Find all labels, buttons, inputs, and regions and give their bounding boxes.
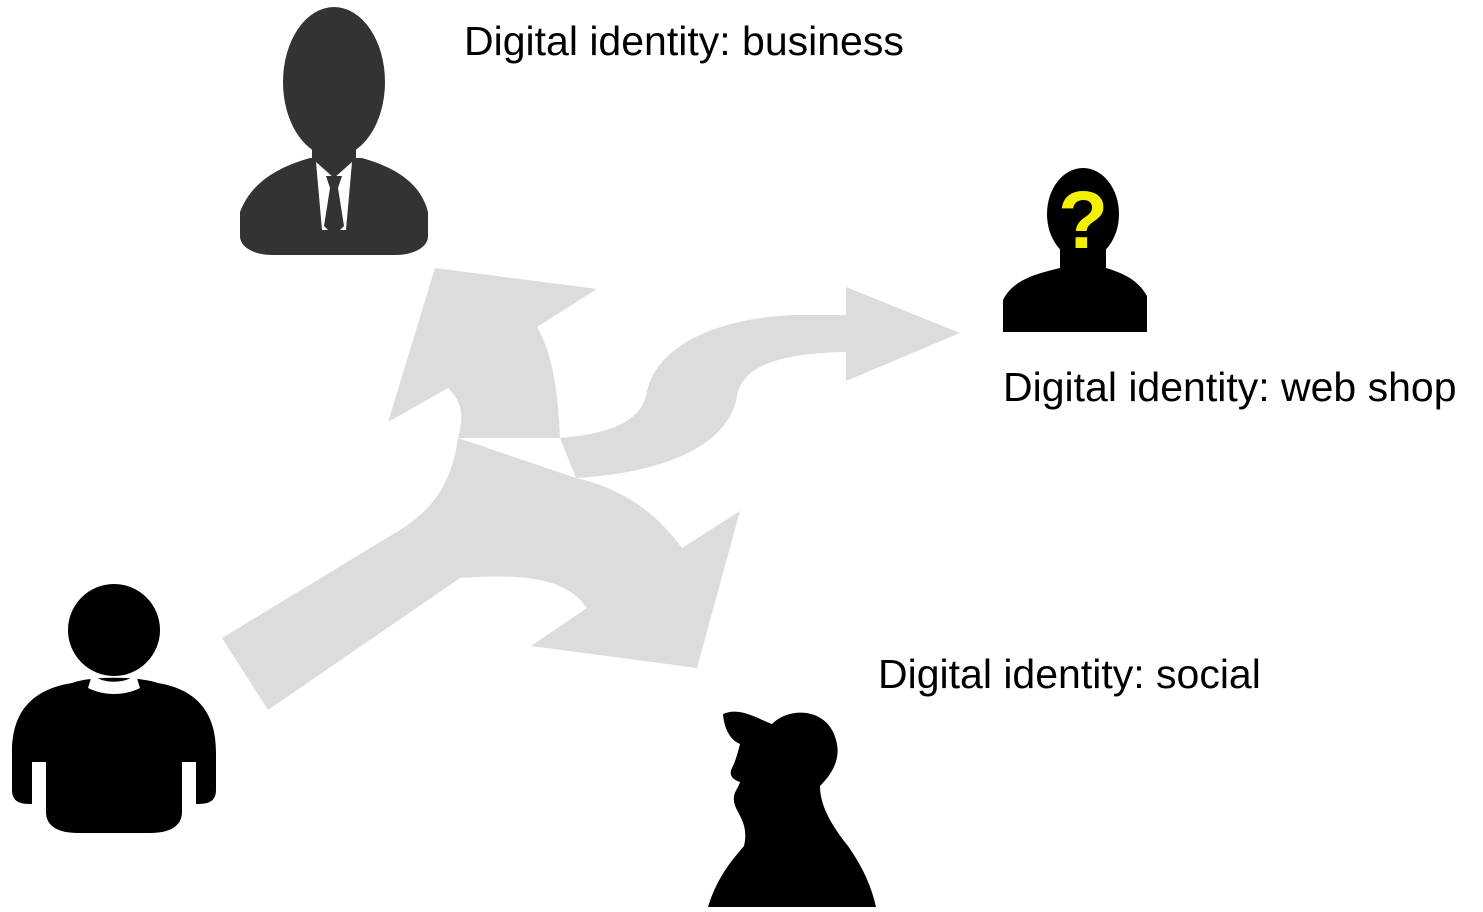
arrow-trunk (222, 438, 576, 710)
businessman-icon (240, 7, 428, 255)
question-mark-glyph: ? (1058, 175, 1108, 266)
label-digital-identity-web-shop: Digital identity: web shop (1003, 364, 1457, 410)
arrow-branch-social (460, 478, 740, 668)
arrow-branch-business (388, 268, 597, 438)
arrow-branch-webshop (560, 287, 960, 478)
cap-person-silhouette-icon (708, 711, 876, 907)
branching-arrows-icon (222, 268, 960, 710)
label-digital-identity-business: Digital identity: business (464, 18, 904, 64)
anonymous-person-icon: ? (1003, 168, 1147, 332)
label-digital-identity-social: Digital identity: social (878, 651, 1261, 697)
user-icon (12, 584, 216, 833)
